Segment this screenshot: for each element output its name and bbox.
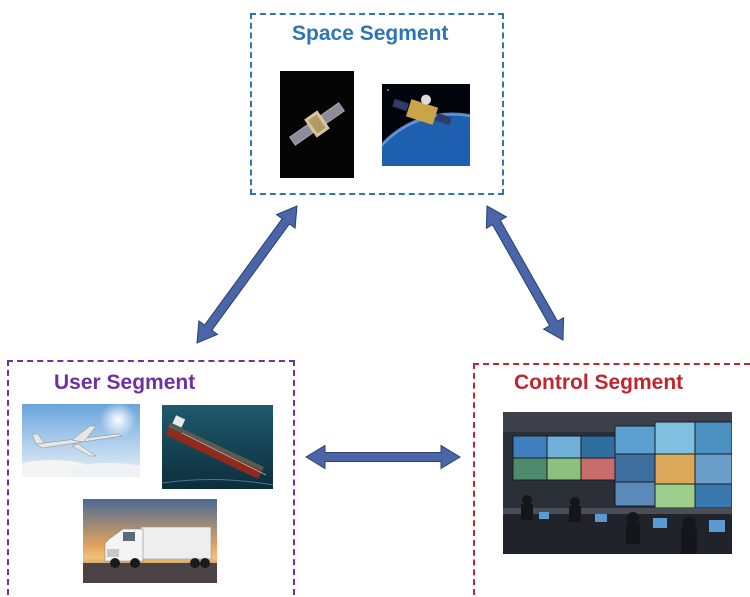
aircraft-photo (22, 404, 140, 477)
truck-photo (83, 499, 217, 583)
satellite-over-earth-photo (382, 84, 470, 166)
tanker-ship-photo (162, 405, 273, 489)
space-segment-box (250, 13, 504, 195)
user-segment-title: User Segment (54, 371, 196, 394)
satellite-photo (280, 71, 354, 178)
arrow-space-user (196, 205, 298, 344)
control-segment-title: Control Segment (514, 371, 684, 394)
arrow-user-control (305, 444, 461, 470)
control-room-photo (503, 412, 732, 554)
user-segment-box (7, 360, 295, 595)
arrow-space-control (485, 205, 565, 341)
control-segment-box (473, 363, 750, 595)
space-segment-title: Space Segment (292, 22, 449, 45)
